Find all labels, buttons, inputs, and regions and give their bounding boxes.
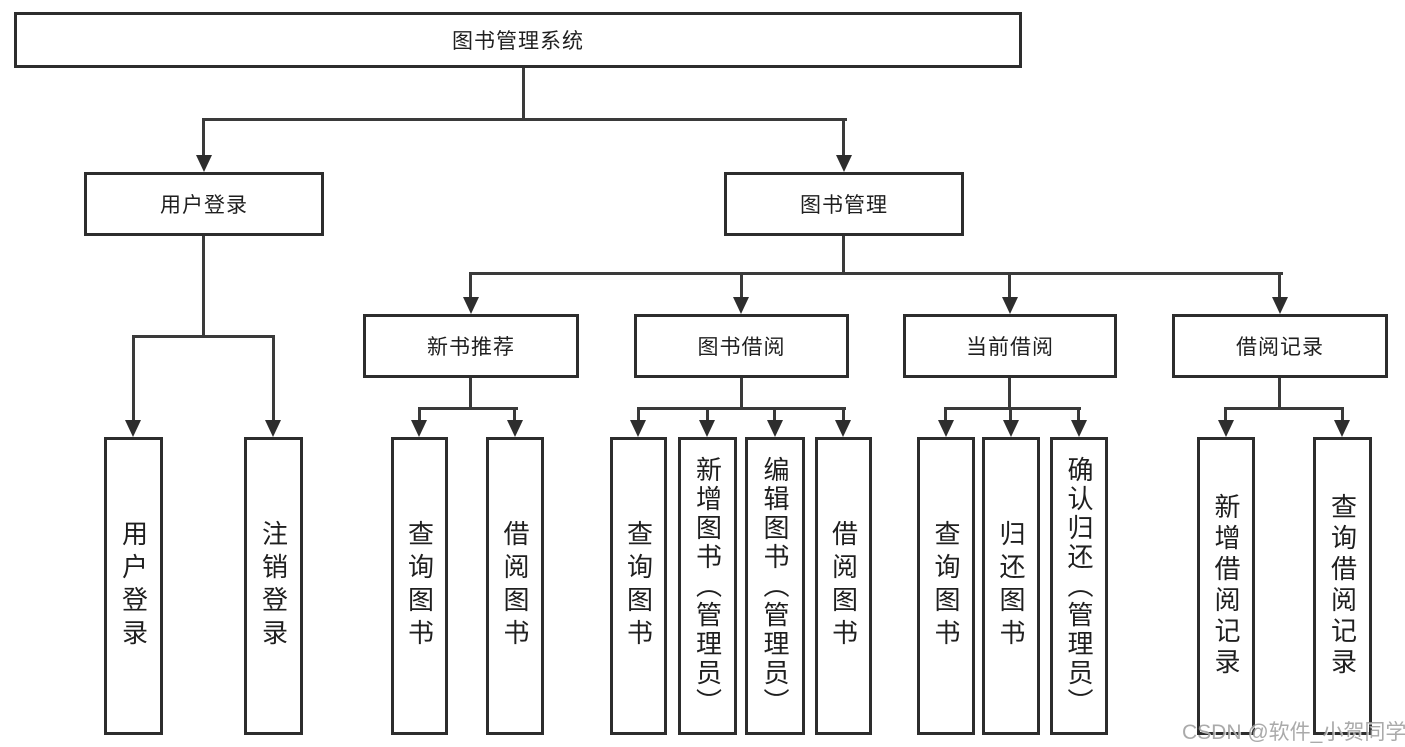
leaf-edit-books-admin: 编辑图书（管理员） [745, 437, 805, 735]
connector-line [1341, 407, 1344, 421]
arrow-down-icon [767, 420, 783, 437]
connector-line [944, 407, 1081, 410]
node-new-book-recommend-label: 新书推荐 [427, 336, 515, 359]
arrow-down-icon [463, 297, 479, 314]
leaf-return-books-label: 归还图书 [996, 520, 1026, 652]
connector-line [132, 335, 275, 338]
connector-line [637, 407, 846, 410]
connector-line [1008, 378, 1011, 410]
node-book-borrow-label: 图书借阅 [697, 336, 786, 359]
connector-line [202, 118, 847, 121]
leaf-query-books-3: 查询图书 [917, 437, 975, 735]
arrow-down-icon [630, 420, 646, 437]
arrow-down-icon [411, 420, 427, 437]
node-borrow-records: 借阅记录 [1172, 314, 1388, 378]
node-book-management: 图书管理 [724, 172, 964, 236]
arrow-down-icon [1071, 420, 1087, 437]
arrow-down-icon [699, 420, 715, 437]
connector-line [842, 118, 845, 158]
connector-line [272, 335, 275, 422]
connector-line [202, 236, 205, 338]
connector-line [740, 272, 743, 299]
leaf-add-borrow-record-label: 新增借阅记录 [1211, 493, 1241, 679]
connector-line [469, 272, 1283, 275]
arrow-down-icon [1218, 420, 1234, 437]
node-book-management-label: 图书管理 [800, 194, 888, 217]
connector-line [418, 407, 518, 410]
leaf-borrow-books-1: 借阅图书 [486, 437, 544, 735]
connector-line [1008, 272, 1011, 299]
node-borrow-records-label: 借阅记录 [1236, 336, 1324, 359]
arrow-down-icon [1002, 297, 1018, 314]
arrow-down-icon [938, 420, 954, 437]
connector-line [1278, 378, 1281, 410]
arrow-down-icon [1334, 420, 1350, 437]
connector-line [202, 118, 205, 158]
connector-line [842, 236, 845, 275]
leaf-add-books-admin-label: 新增图书（管理员） [692, 455, 723, 717]
connector-line [637, 407, 640, 421]
node-current-borrow-label: 当前借阅 [966, 336, 1054, 359]
arrow-down-icon [836, 155, 852, 172]
leaf-add-borrow-record: 新增借阅记录 [1197, 437, 1255, 735]
leaf-borrow-books-2: 借阅图书 [815, 437, 872, 735]
leaf-edit-books-admin-label: 编辑图书（管理员） [760, 455, 790, 717]
leaf-confirm-return-admin: 确认归还（管理员） [1050, 437, 1108, 735]
arrow-down-icon [1003, 420, 1019, 437]
arrow-down-icon [733, 297, 749, 314]
connector-line [944, 407, 947, 421]
leaf-confirm-return-admin-label: 确认归还（管理员） [1064, 455, 1094, 717]
leaf-user-login: 用户登录 [104, 437, 163, 735]
leaf-query-books-2-label: 查询图书 [623, 520, 654, 652]
connector-line [773, 407, 776, 421]
arrow-down-icon [1272, 297, 1288, 314]
arrow-down-icon [265, 420, 281, 437]
node-user-login: 用户登录 [84, 172, 324, 236]
connector-line [740, 378, 743, 410]
leaf-query-books-2: 查询图书 [610, 437, 667, 735]
node-book-borrow: 图书借阅 [634, 314, 849, 378]
arrow-down-icon [196, 155, 212, 172]
leaf-user-login-label: 用户登录 [118, 520, 149, 652]
arrow-down-icon [125, 420, 141, 437]
connector-line [513, 407, 516, 421]
leaf-query-books-1: 查询图书 [391, 437, 448, 735]
node-new-book-recommend: 新书推荐 [363, 314, 579, 378]
connector-line [842, 407, 845, 421]
csdn-watermark: CSDN @软件_小贺同学 [1182, 721, 1405, 744]
leaf-query-books-3-label: 查询图书 [931, 520, 961, 652]
connector-line [1077, 407, 1080, 421]
connector-line [522, 68, 525, 121]
connector-line [418, 407, 421, 421]
connector-line [1224, 407, 1344, 410]
connector-line [1224, 407, 1227, 421]
connector-line [706, 407, 709, 421]
connector-line [469, 272, 472, 299]
leaf-query-borrow-record-label: 查询借阅记录 [1327, 493, 1358, 679]
leaf-add-books-admin: 新增图书（管理员） [678, 437, 737, 735]
node-root-label: 图书管理系统 [452, 30, 584, 53]
arrow-down-icon [835, 420, 851, 437]
leaf-logout: 注销登录 [244, 437, 303, 735]
leaf-borrow-books-1-label: 借阅图书 [500, 520, 530, 652]
leaf-query-borrow-record: 查询借阅记录 [1313, 437, 1372, 735]
connector-line [469, 378, 472, 410]
arrow-down-icon [507, 420, 523, 437]
connector-line [132, 335, 135, 422]
node-user-login-label: 用户登录 [160, 194, 248, 217]
node-root: 图书管理系统 [14, 12, 1022, 68]
connector-line [1009, 407, 1012, 421]
node-current-borrow: 当前借阅 [903, 314, 1117, 378]
leaf-logout-label: 注销登录 [258, 520, 289, 652]
leaf-return-books: 归还图书 [982, 437, 1040, 735]
leaf-borrow-books-2-label: 借阅图书 [828, 520, 859, 652]
connector-line [1278, 272, 1281, 299]
leaf-query-books-1-label: 查询图书 [404, 520, 435, 652]
